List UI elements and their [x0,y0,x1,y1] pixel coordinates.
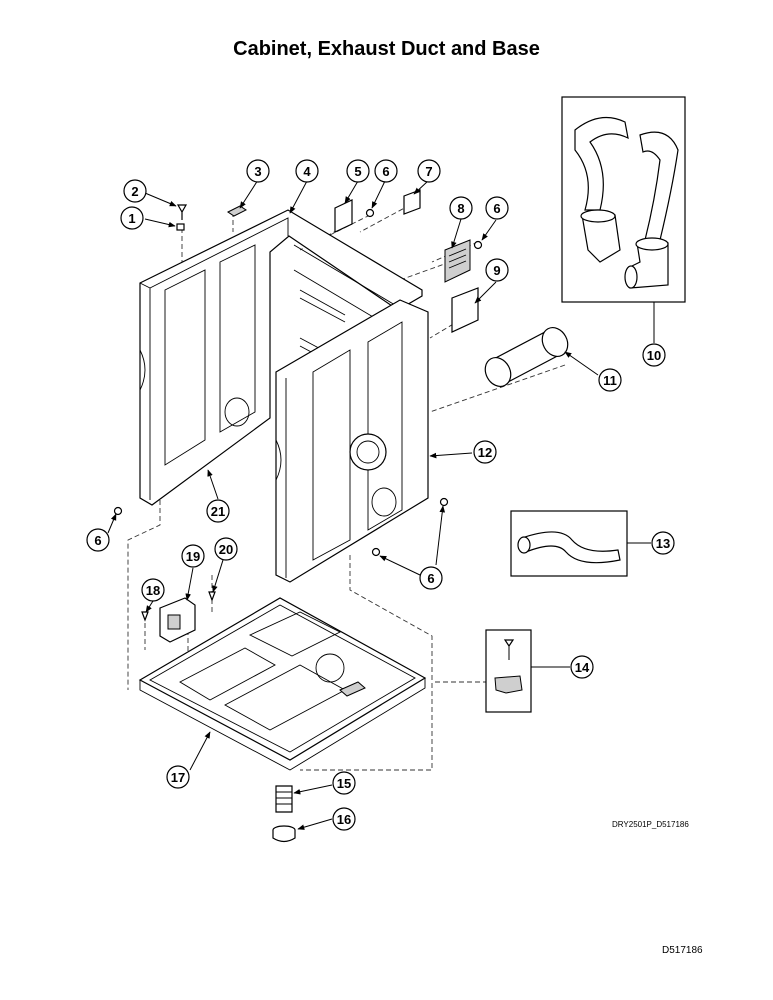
diagram-title: Cabinet, Exhaust Duct and Base [233,38,540,60]
callout-label: 20 [219,542,233,557]
callout-2: 2 [123,179,147,203]
callout-label: 17 [171,770,185,785]
callouts: 1 2 3 4 5 6 7 8 6 9 10 11 12 6 21 13 6 1… [86,159,675,831]
callout-5: 5 [346,159,370,183]
clip-part-3 [227,205,247,217]
callout-18: 18 [141,578,165,602]
callout-label: 6 [427,571,434,586]
callout-label: 18 [146,583,160,598]
callout-label: 6 [493,201,500,216]
callout-label: 14 [575,660,590,675]
callout-3: 3 [246,159,270,183]
bracket-part-5 [334,199,353,233]
callout-9: 9 [485,258,509,282]
callout-6-top: 6 [374,159,398,183]
callout-16: 16 [332,807,356,831]
callout-label: 12 [478,445,492,460]
callout-4: 4 [295,159,319,183]
callout-12: 12 [473,440,497,464]
callout-14: 14 [570,655,594,679]
callout-label: 21 [211,504,225,519]
callout-label: 9 [493,263,500,278]
callout-label: 5 [354,164,361,179]
callout-13: 13 [651,531,675,555]
screw-part-6-left [113,506,123,516]
bracket-part-14 [485,629,532,713]
callout-label: 1 [128,211,135,226]
callout-6-bottom: 6 [419,566,443,590]
callout-11: 11 [598,368,622,392]
screw-part-6-bottom [439,497,449,507]
callout-label: 4 [303,164,311,179]
vent-plate-part-8 [444,239,471,283]
callout-label: 11 [603,373,617,388]
screw-part-6-base [371,547,381,557]
assembly-guide-lines [127,204,566,771]
callout-label: 16 [337,812,351,827]
callout-20: 20 [214,537,238,561]
document-code: D517186 [662,945,703,956]
screw-part-2 [176,204,188,220]
screw-part-6-top [365,208,375,218]
callout-10: 10 [642,343,666,367]
leveling-leg-part-15 [275,785,293,813]
screw-part-18 [141,611,149,622]
callout-label: 6 [94,533,101,548]
cabinet-front-side-panel [275,299,429,583]
small-parts [113,189,483,557]
drawing-code: DRY2501P_D517186 [612,820,689,829]
callout-1: 1 [120,206,144,230]
foot-pad-part-16 [272,825,296,843]
cabinet-base-part-17 [138,597,427,771]
callout-label: 6 [382,164,389,179]
callout-21: 21 [206,499,230,523]
leader-lines [107,179,655,830]
callout-label: 19 [186,549,200,564]
callout-17: 17 [166,765,190,789]
exhaust-duct-part-11 [484,327,569,387]
callout-label: 15 [337,776,351,791]
flex-hose-part-13 [510,510,628,577]
callout-label: 10 [647,348,661,363]
screw-part-20 [208,591,216,602]
cover-part-9 [451,287,479,333]
switch-bracket-parts [141,591,216,643]
callout-label: 3 [254,164,261,179]
callout-label: 2 [131,184,138,199]
washer-part-1 [176,223,185,231]
callout-label: 8 [457,201,464,216]
callout-6-right: 6 [485,196,509,220]
screw-part-6-right [473,240,483,250]
callout-8: 8 [449,196,473,220]
callout-7: 7 [417,159,441,183]
callout-19: 19 [181,544,205,568]
callout-6-left: 6 [86,528,110,552]
callout-15: 15 [332,771,356,795]
plate-part-7 [403,189,421,215]
callout-label: 7 [425,164,432,179]
callout-label: 13 [656,536,670,551]
vent-hose-kit-part-10 [561,96,686,303]
